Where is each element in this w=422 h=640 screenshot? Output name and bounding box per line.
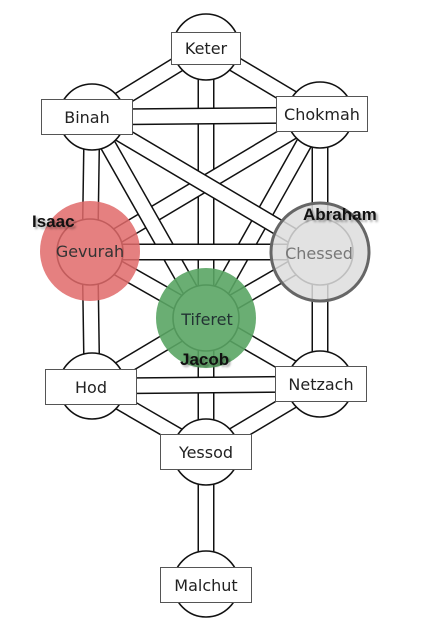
gevurah-label: Gevurah <box>55 242 125 261</box>
yessod-label: Yessod <box>160 434 252 470</box>
tiferet-highlight <box>156 268 256 368</box>
chessed-label: Chessed <box>285 244 353 263</box>
tiferet-label: Tiferet <box>181 310 233 329</box>
hod-label: Hod <box>45 369 137 405</box>
netzach-label: Netzach <box>275 366 367 402</box>
highlight-glows <box>40 201 371 368</box>
binah-label: Binah <box>41 99 133 135</box>
chessed-highlight <box>269 201 371 303</box>
gevurah-highlight <box>40 201 140 301</box>
patriarch-isaac: Isaac <box>32 212 75 231</box>
patriarch-jacob: Jacob <box>180 350 230 369</box>
malchut-label: Malchut <box>160 567 252 603</box>
patriarch-abraham: Abraham <box>303 205 377 224</box>
keter-label: Keter <box>171 32 241 65</box>
chokmah-label: Chokmah <box>276 96 368 132</box>
